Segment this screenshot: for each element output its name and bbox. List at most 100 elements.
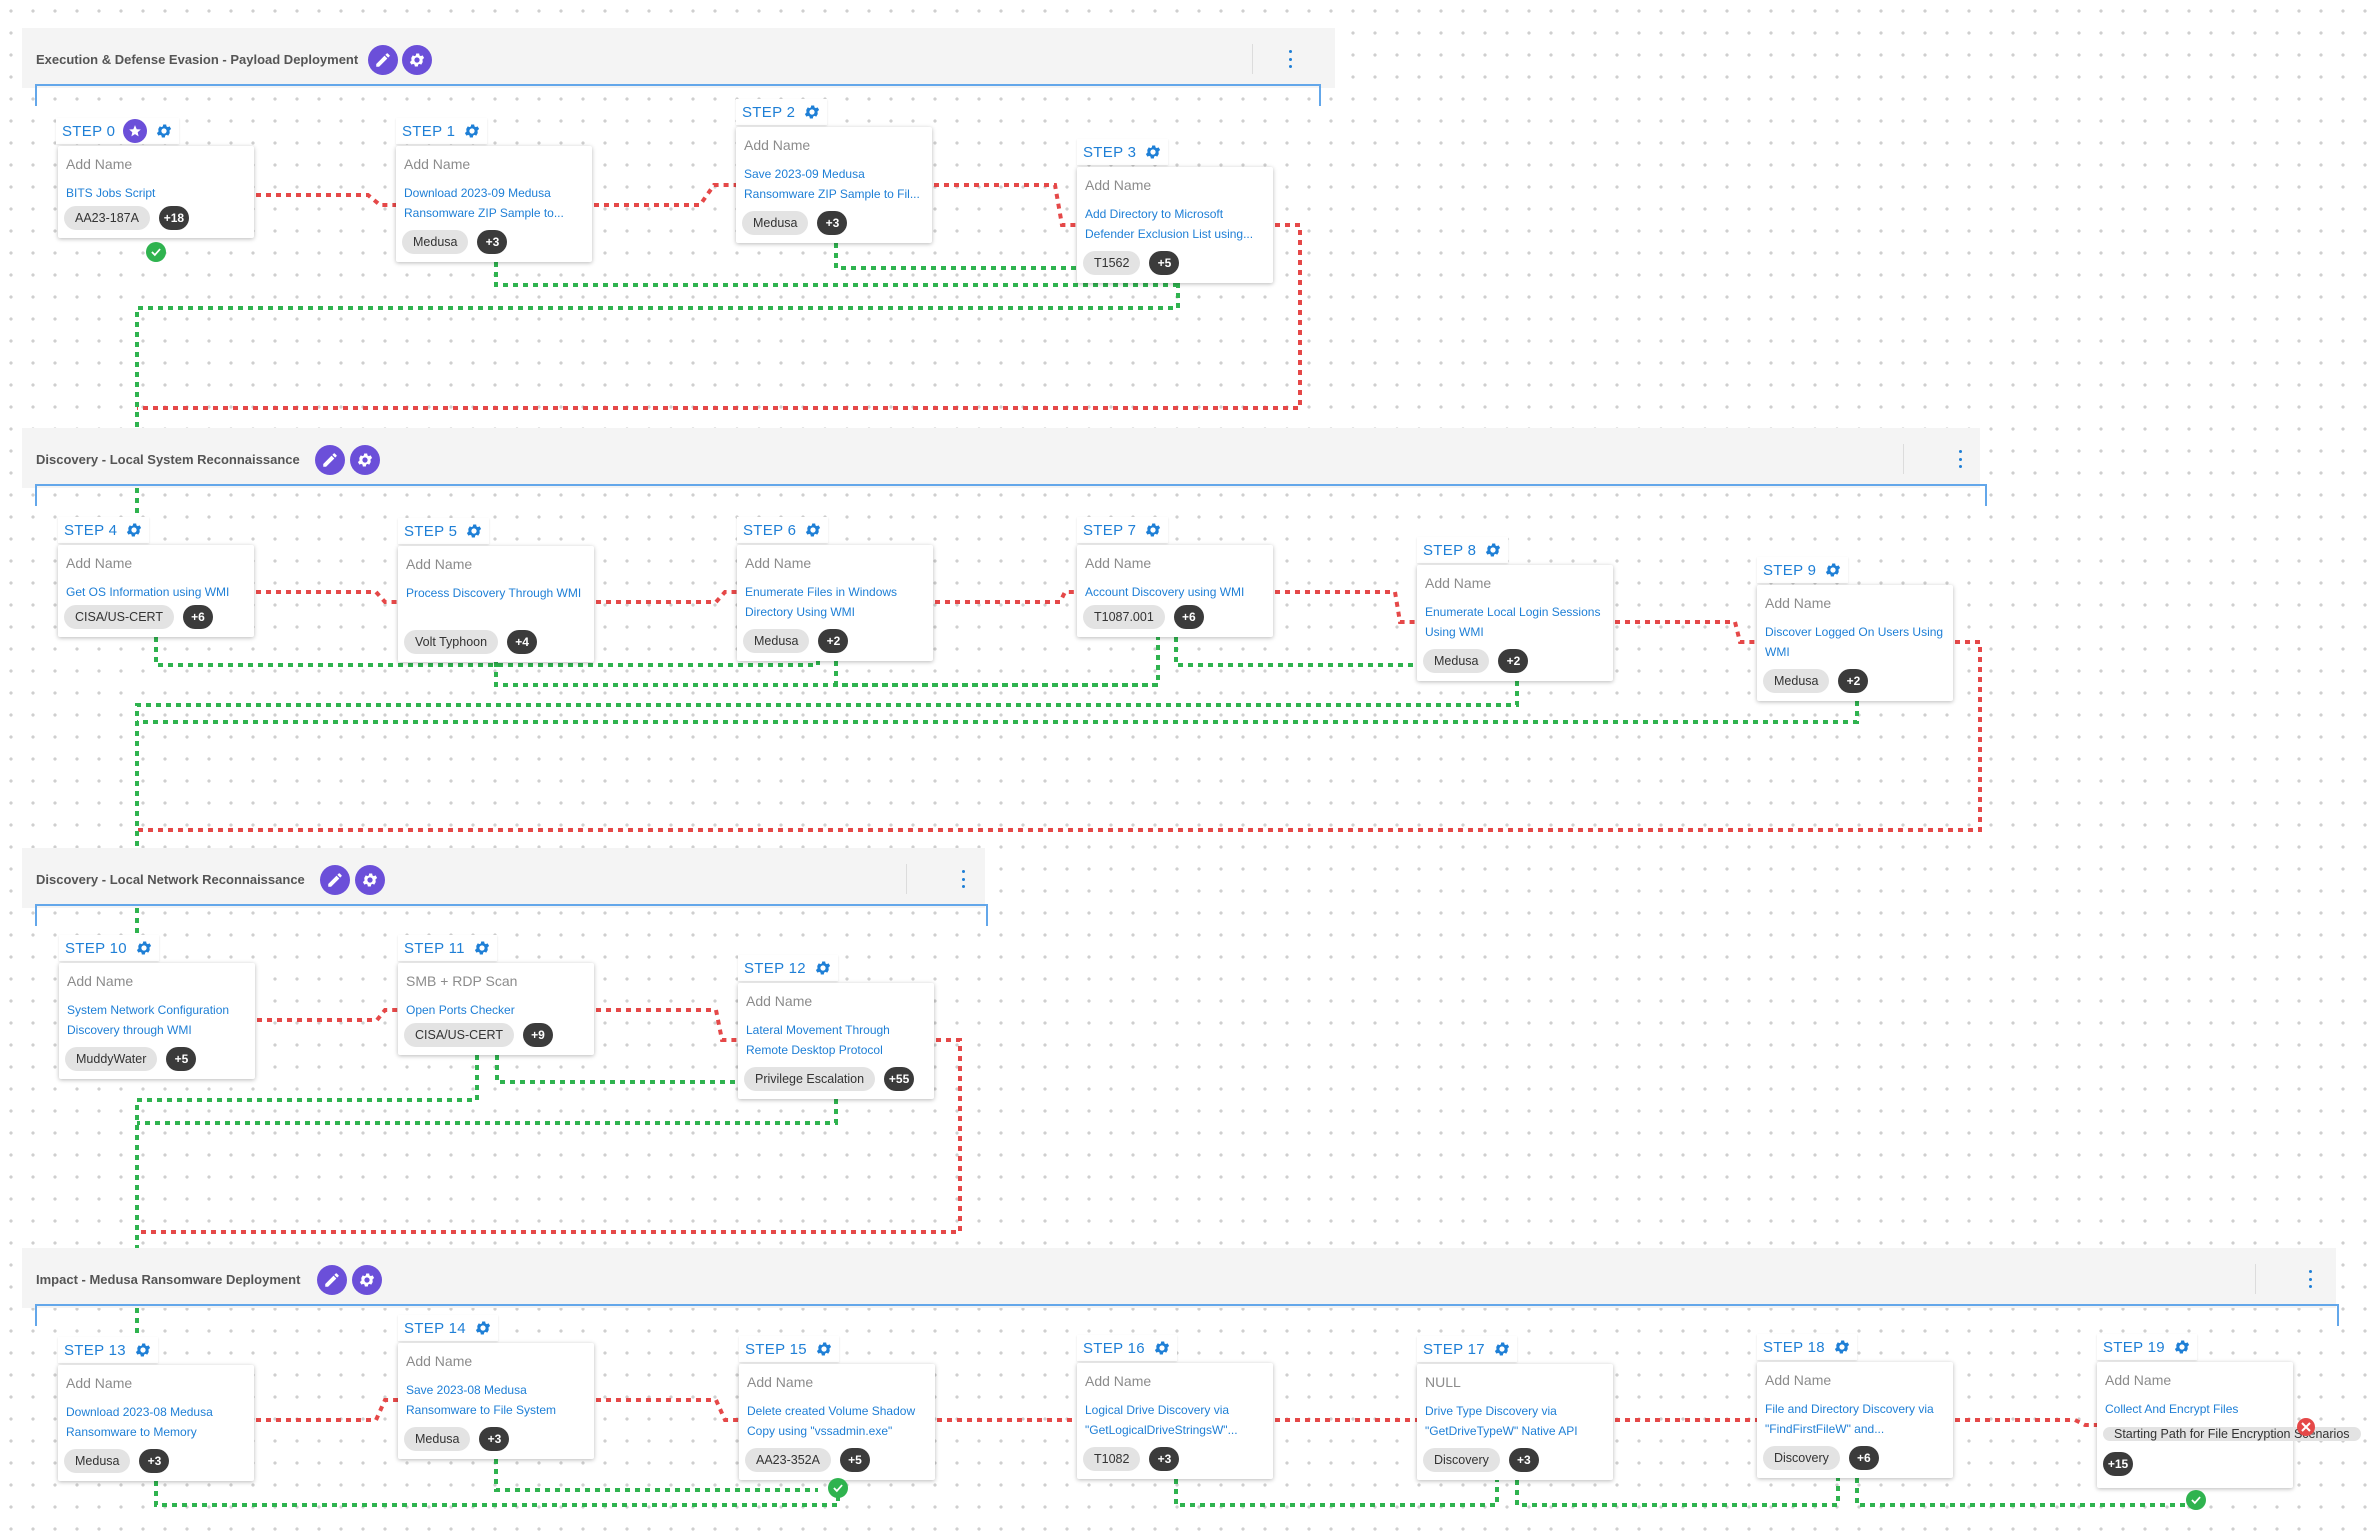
step-description[interactable]: Lateral Movement Through Remote Desktop … <box>746 1023 890 1057</box>
step-name[interactable]: Add Name <box>406 556 473 572</box>
step-description[interactable]: Delete created Volume Shadow Copy using … <box>747 1404 916 1438</box>
gear-icon[interactable] <box>474 1319 492 1337</box>
group-menu-icon[interactable] <box>1955 448 1965 470</box>
gear-icon[interactable] <box>1833 1338 1851 1356</box>
step-description[interactable]: Enumerate Files in Windows Directory Usi… <box>745 585 898 619</box>
more-tags-badge[interactable]: +18 <box>158 206 189 230</box>
gear-icon[interactable] <box>465 522 483 540</box>
tag-chip[interactable]: CISA/US-CERT <box>64 605 174 629</box>
more-tags-badge[interactable]: +3 <box>479 1427 510 1451</box>
more-tags-badge[interactable]: +15 <box>2103 1452 2133 1476</box>
tag-chip[interactable]: MuddyWater <box>65 1047 158 1071</box>
tag-chip[interactable]: T1082 <box>1083 1447 1141 1471</box>
step-description[interactable]: Get OS Information using WMI <box>66 585 230 599</box>
step-card[interactable]: Add Name System Network Configuration Di… <box>59 963 255 1079</box>
step-0-label[interactable]: STEP 0 <box>56 118 180 144</box>
gear-icon[interactable] <box>1484 541 1502 559</box>
tag-chip[interactable]: Medusa <box>64 1449 131 1473</box>
step-name[interactable]: Add Name <box>404 156 471 172</box>
gear-icon[interactable] <box>2173 1338 2191 1356</box>
tag-chip[interactable]: Medusa <box>742 211 809 235</box>
tag-chip[interactable]: Privilege Escalation <box>744 1067 876 1091</box>
gear-icon[interactable] <box>473 939 491 957</box>
step-card[interactable]: Add Name Collect And Encrypt Files Start… <box>2097 1362 2361 1488</box>
group-settings-button[interactable] <box>352 1265 382 1295</box>
gear-icon[interactable] <box>804 521 822 539</box>
gear-icon[interactable] <box>134 1341 152 1359</box>
more-tags-badge[interactable]: +3 <box>477 230 508 254</box>
gear-icon[interactable] <box>1144 521 1162 539</box>
gear-icon[interactable] <box>803 103 821 121</box>
step-card[interactable]: NULL Drive Type Discovery via "GetDriveT… <box>1417 1364 1613 1480</box>
group-menu-icon[interactable] <box>958 868 968 890</box>
tag-chip[interactable]: AA23-352A <box>745 1448 831 1472</box>
more-tags-badge[interactable]: +3 <box>1149 1447 1180 1471</box>
step-card[interactable]: Add Name Save 2023-08 Medusa Ransomware … <box>398 1343 594 1459</box>
more-tags-badge[interactable]: +3 <box>1508 1448 1539 1472</box>
step-card[interactable]: SMB + RDP Scan Open Ports Checker CISA/U… <box>398 963 594 1055</box>
more-tags-badge[interactable]: +55 <box>884 1067 915 1091</box>
edit-group-button[interactable] <box>315 445 345 475</box>
step-card[interactable]: Add Name Get OS Information using WMI CI… <box>58 545 254 637</box>
more-tags-badge[interactable]: +5 <box>839 1448 870 1472</box>
step-card[interactable]: Add Name Discover Logged On Users Using … <box>1757 585 1953 701</box>
step-3-label[interactable]: STEP 3 <box>1077 139 1169 165</box>
more-tags-badge[interactable]: +6 <box>182 605 213 629</box>
group-settings-button[interactable] <box>355 865 385 895</box>
gear-icon[interactable] <box>1144 143 1162 161</box>
step-5-label[interactable]: STEP 5 <box>398 518 490 544</box>
step-description[interactable]: Open Ports Checker <box>406 1003 515 1017</box>
tag-chip[interactable]: Starting Path for File Encryption Scenar… <box>2103 1427 2361 1441</box>
step-18-label[interactable]: STEP 18 <box>1757 1334 1857 1360</box>
step-2-label[interactable]: STEP 2 <box>736 99 828 125</box>
step-description[interactable]: Add Directory to Microsoft Defender Excl… <box>1085 207 1254 241</box>
step-description[interactable]: Account Discovery using WMI <box>1085 585 1245 599</box>
step-name[interactable]: Add Name <box>1425 575 1492 591</box>
group-menu-icon[interactable] <box>2305 1268 2315 1290</box>
tag-chip[interactable]: Discovery <box>1763 1446 1840 1470</box>
step-10-label[interactable]: STEP 10 <box>59 935 159 961</box>
gear-icon[interactable] <box>1824 561 1842 579</box>
more-tags-badge[interactable]: +2 <box>1838 669 1869 693</box>
step-description[interactable]: Drive Type Discovery via "GetDriveTypeW"… <box>1425 1404 1578 1438</box>
step-name[interactable]: Add Name <box>1085 177 1152 193</box>
step-card[interactable]: Add Name Delete created Volume Shadow Co… <box>739 1364 935 1480</box>
gear-icon[interactable] <box>155 122 173 140</box>
step-name[interactable]: SMB + RDP Scan <box>406 973 518 989</box>
step-description[interactable]: Download 2023-08 Medusa Ransomware to Me… <box>66 1405 213 1439</box>
step-name[interactable]: NULL <box>1425 1374 1461 1390</box>
step-name[interactable]: Add Name <box>1765 595 1832 611</box>
step-card[interactable]: Add Name Save 2023-09 Medusa Ransomware … <box>736 127 932 243</box>
more-tags-badge[interactable]: +6 <box>1173 605 1204 629</box>
gear-icon[interactable] <box>463 122 481 140</box>
step-15-label[interactable]: STEP 15 <box>739 1336 839 1362</box>
step-name[interactable]: Add Name <box>406 1353 473 1369</box>
step-description[interactable]: Discover Logged On Users Using WMI <box>1765 625 1944 659</box>
step-name[interactable]: Add Name <box>1085 1373 1152 1389</box>
step-4-label[interactable]: STEP 4 <box>58 517 150 543</box>
step-14-label[interactable]: STEP 14 <box>398 1315 498 1341</box>
tag-chip[interactable]: Medusa <box>1423 649 1490 673</box>
edit-group-button[interactable] <box>368 45 398 75</box>
step-description[interactable]: File and Directory Discovery via "FindFi… <box>1765 1402 1934 1436</box>
step-name[interactable]: Add Name <box>744 137 811 153</box>
step-7-label[interactable]: STEP 7 <box>1077 517 1169 543</box>
step-card[interactable]: Add Name Enumerate Local Login Sessions … <box>1417 565 1613 681</box>
more-tags-badge[interactable]: +4 <box>507 630 538 654</box>
more-tags-badge[interactable]: +5 <box>1149 251 1180 275</box>
gear-icon[interactable] <box>135 939 153 957</box>
tag-chip[interactable]: T1087.001 <box>1083 605 1165 629</box>
step-16-label[interactable]: STEP 16 <box>1077 1335 1177 1361</box>
step-name[interactable]: Add Name <box>746 993 813 1009</box>
step-card[interactable]: Add Name Download 2023-08 Medusa Ransomw… <box>58 1365 254 1481</box>
step-6-label[interactable]: STEP 6 <box>737 517 829 543</box>
step-card[interactable]: Add Name Process Discovery Through WMI V… <box>398 546 594 662</box>
tag-chip[interactable]: Discovery <box>1423 1448 1500 1472</box>
step-name[interactable]: Add Name <box>67 973 134 989</box>
group-menu-icon[interactable] <box>1285 48 1295 70</box>
step-card[interactable]: Add Name Download 2023-09 Medusa Ransomw… <box>396 146 592 262</box>
more-tags-badge[interactable]: +3 <box>139 1449 170 1473</box>
step-12-label[interactable]: STEP 12 <box>738 955 838 981</box>
gear-icon[interactable] <box>814 959 832 977</box>
step-description[interactable]: Save 2023-09 Medusa Ransomware ZIP Sampl… <box>744 167 920 201</box>
